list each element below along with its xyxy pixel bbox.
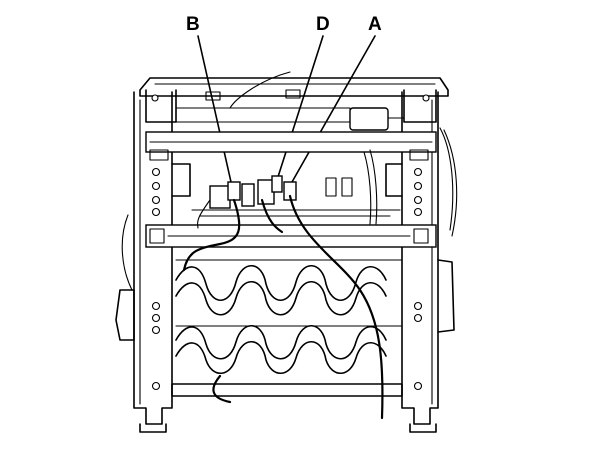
callout-d: D [316, 14, 330, 35]
callout-a: A [368, 14, 382, 35]
seat-springs [175, 259, 403, 375]
connector-d [271, 175, 283, 193]
connectors [191, 175, 401, 217]
callout-b: B [186, 14, 200, 35]
top-brackets [145, 89, 437, 161]
wiring-harness [182, 71, 384, 420]
right-side-holes [413, 167, 423, 391]
leader-b [197, 35, 232, 183]
leader-a [291, 35, 376, 183]
left-side-holes [151, 167, 161, 391]
leader-lines [197, 35, 376, 183]
connector-block-left [209, 185, 231, 209]
seat-frame [133, 77, 449, 433]
side-brackets [115, 127, 458, 341]
connector-mid [241, 183, 255, 207]
connector-b [227, 181, 241, 201]
